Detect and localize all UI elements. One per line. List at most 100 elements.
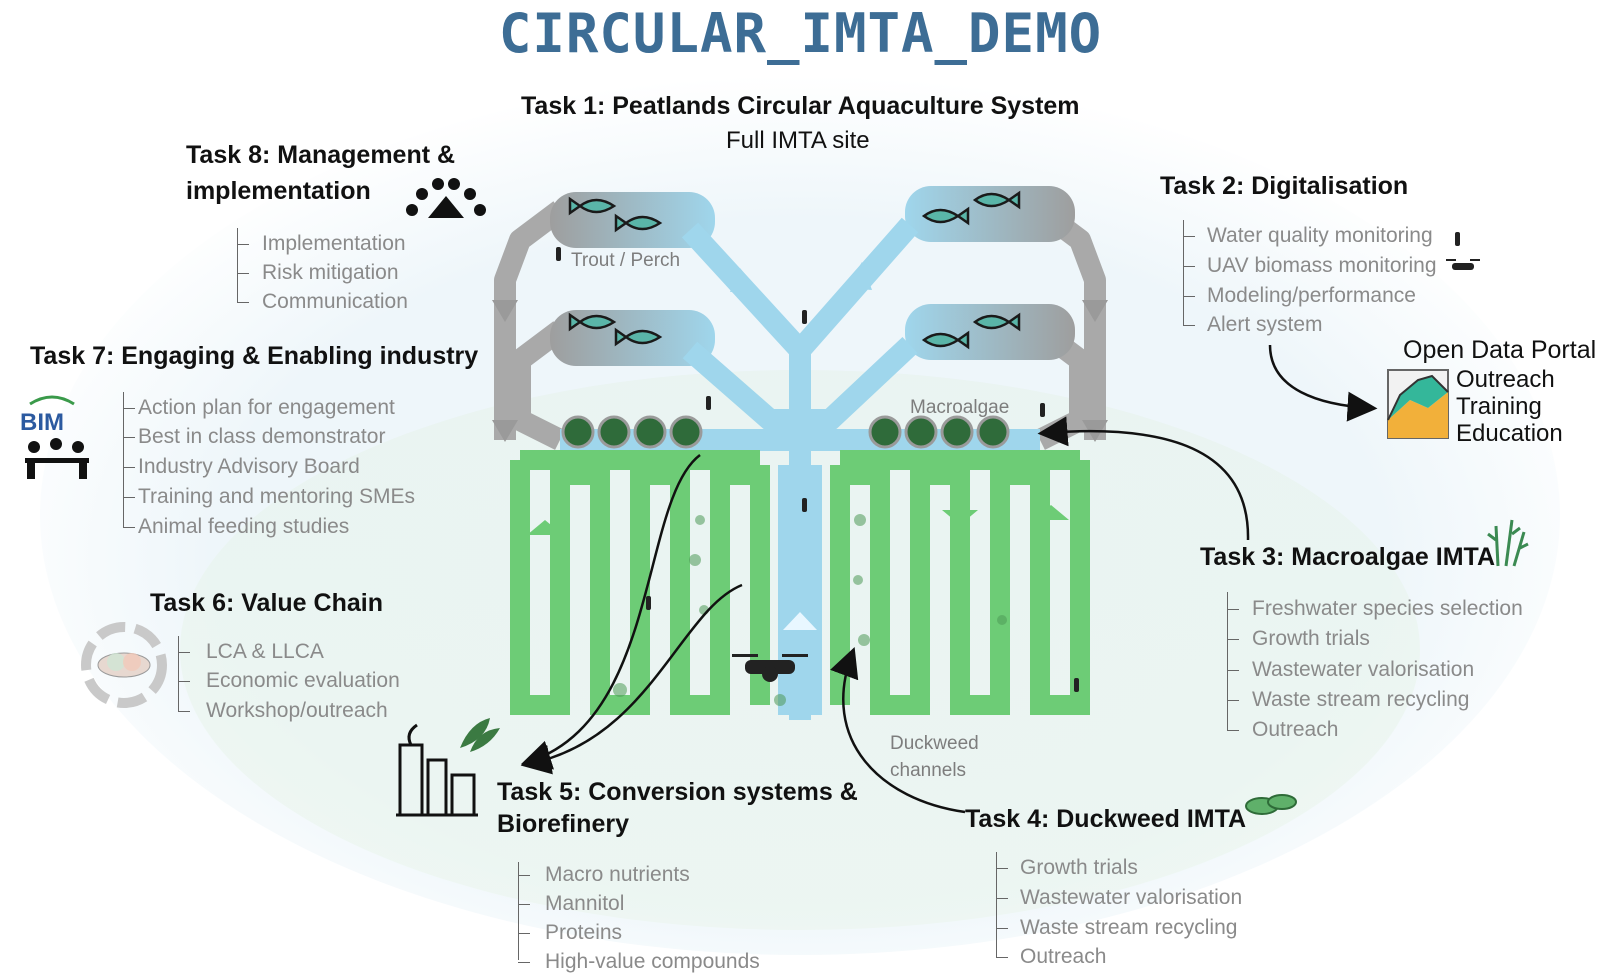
arrow-to-duckweed: [830, 646, 966, 814]
tree-tick: [518, 933, 530, 934]
tree-tick: [237, 244, 249, 245]
tree-tick: [123, 408, 135, 409]
tree-tick: [518, 962, 530, 963]
task7-tree: [123, 392, 124, 528]
tree-tick: [1227, 670, 1239, 671]
bim-logo: BIM: [20, 395, 75, 436]
task4-tree: [996, 852, 997, 958]
portal-item: Training: [1456, 393, 1542, 420]
task8-title-line2: implementation: [186, 177, 371, 205]
task6-tree: [178, 636, 179, 712]
task2-item: UAV biomass monitoring: [1207, 254, 1437, 277]
fish-icon: [568, 190, 1021, 350]
task1-subtitle: Full IMTA site: [726, 127, 870, 154]
arrow-to-macroalgae: [1037, 416, 1250, 541]
task2-tree: [1183, 220, 1184, 326]
channel-flow-arrows: [527, 505, 1069, 630]
fish-pond: [905, 186, 1075, 242]
task6-item: LCA & LLCA: [206, 640, 324, 663]
task5-title-line1: Task 5: Conversion systems &: [497, 778, 858, 806]
sensor-icon: [556, 232, 1460, 692]
tree-tick: [237, 273, 249, 274]
tree-tick: [123, 527, 135, 528]
portal-items: Outreach Training Education: [1456, 366, 1563, 447]
task6-item: Economic evaluation: [206, 669, 400, 692]
flow-arrows: [520, 344, 1378, 814]
task8-item: Risk mitigation: [262, 261, 399, 284]
task3-item: Waste stream recycling: [1252, 688, 1470, 711]
task8-item: Communication: [262, 290, 408, 313]
open-data-portal-title: Open Data Portal: [1403, 336, 1597, 364]
tree-tick: [178, 711, 190, 712]
tree-tick: [1227, 639, 1239, 640]
task7-title: Task 7: Engaging & Enabling industry: [30, 342, 479, 370]
task2-item: Alert system: [1207, 313, 1323, 336]
tree-tick: [996, 928, 1008, 929]
arrow-duckweed-to-biorefinery: [520, 583, 743, 775]
tree-tick: [518, 904, 530, 905]
task4-item: Waste stream recycling: [1020, 916, 1238, 939]
task4-title: Task 4: Duckweed IMTA: [965, 805, 1247, 833]
task8-title: Task 8: Management & implementation: [186, 137, 455, 209]
task1-title: Task 1: Peatlands Circular Aquaculture S…: [521, 92, 1080, 120]
arrow-to-portal: [1268, 344, 1378, 422]
task5-item: Macro nutrients: [545, 863, 690, 886]
task3-item: Wastewater valorisation: [1252, 658, 1475, 681]
task7-item: Best in class demonstrator: [138, 425, 386, 448]
tree-tick: [123, 437, 135, 438]
task4-item: Outreach: [1020, 945, 1107, 968]
task5-item: Mannitol: [545, 892, 625, 915]
fish-pond: [905, 304, 1075, 360]
tree-tick: [1183, 325, 1195, 326]
task8-item: Implementation: [262, 232, 406, 255]
task6-item: Workshop/outreach: [206, 699, 388, 722]
task7-item: Action plan for engagement: [138, 396, 395, 419]
tree-tick: [237, 302, 249, 303]
task5-item: Proteins: [545, 921, 623, 944]
tree-tick: [1227, 700, 1239, 701]
open-data-chart-icon: [1387, 369, 1449, 439]
tree-tick: [1183, 236, 1195, 237]
duckweed-icon: [1245, 794, 1297, 815]
biorefinery-icon: [396, 723, 478, 817]
team-meeting-icon: [406, 178, 486, 218]
macroalgae-plant-icon: [1487, 519, 1529, 567]
tree-tick: [996, 868, 1008, 869]
grey-flow-arrows: [492, 300, 1108, 442]
duckweed-label-line1: Duckweed: [890, 733, 979, 754]
task5-title-line2: Biorefinery: [497, 810, 629, 838]
task3-title: Task 3: Macroalgae IMTA: [1200, 543, 1495, 571]
task7-item: Animal feeding studies: [138, 515, 350, 538]
plant-icon: [460, 718, 500, 752]
value-chain-icon: [81, 622, 167, 708]
task2-item: Modeling/performance: [1207, 284, 1416, 307]
blue-flow-arrows: [730, 262, 872, 292]
task2-item: Water quality monitoring: [1207, 224, 1433, 247]
tree-tick: [518, 875, 530, 876]
task7-item: Industry Advisory Board: [138, 455, 360, 478]
portal-item: Outreach: [1456, 366, 1555, 393]
central-blue-channel: [778, 465, 822, 715]
svg-text:BIM: BIM: [20, 409, 64, 436]
task7-item: Training and mentoring SMEs: [138, 485, 416, 508]
macroalgae-label: Macroalgae: [910, 397, 1010, 418]
task3-tree: [1227, 592, 1228, 730]
macroalgae-tanks: [561, 415, 1010, 449]
duckweed-channels: [510, 450, 1090, 715]
task8-title-line1: Task 8: Management &: [186, 141, 456, 169]
tree-tick: [1227, 730, 1239, 731]
task5-title: Task 5: Conversion systems & Biorefinery: [497, 776, 858, 840]
arrow-macroalgae-to-biorefinery: [520, 454, 701, 770]
page-title: CIRCULAR_IMTA_DEMO: [498, 2, 1103, 65]
tree-tick: [996, 898, 1008, 899]
task2-title: Task 2: Digitalisation: [1160, 172, 1409, 200]
tree-tick: [178, 652, 190, 653]
tree-tick: [1183, 296, 1195, 297]
tree-tick: [1227, 609, 1239, 610]
task8-tree: [237, 228, 238, 302]
business-meeting-icon: [25, 438, 89, 479]
portal-item: Education: [1456, 420, 1563, 447]
drone-icon: [732, 654, 808, 682]
